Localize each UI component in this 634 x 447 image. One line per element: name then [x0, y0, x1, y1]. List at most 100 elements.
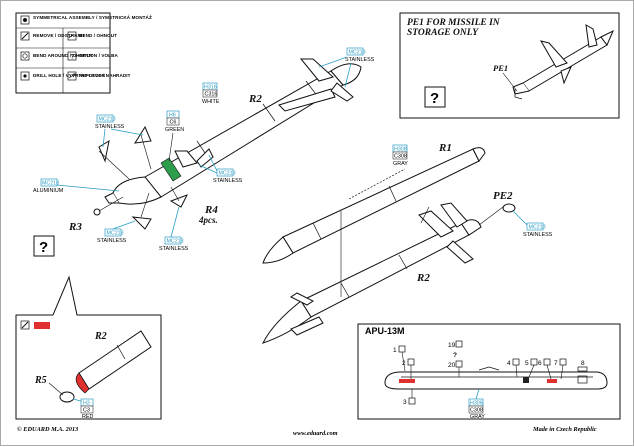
metal-tag-pe2: MC213 STAINLESS: [512, 210, 553, 238]
tag-code: C308: [470, 408, 483, 414]
pe1-option-question: ?: [430, 90, 439, 107]
tag-code: MC213: [99, 117, 116, 123]
legend-label: REPLACE / NAHRADIT: [79, 73, 131, 78]
apu-color-tag: H306 C308 GRAY: [468, 388, 485, 420]
legend-label: BEND AROUND / OHNOUT: [33, 53, 93, 58]
footer-website: www.eduard.com: [293, 430, 338, 437]
tag-name: GRAY: [393, 161, 408, 167]
metal-tag-right: MC213 STAINLESS: [198, 154, 243, 184]
bend-icon: [67, 31, 77, 41]
tag-code: H6: [169, 113, 176, 119]
tag-name: GREEN: [165, 127, 184, 133]
tag-code: H306: [470, 401, 483, 407]
tag-name: STAINLESS: [523, 232, 553, 238]
tag-name: ALUMINIUM: [33, 188, 64, 194]
apu-callout: 4: [507, 358, 520, 378]
tag-code: MC218: [42, 181, 59, 187]
metal-tag-top: MC213 STAINLESS: [318, 47, 375, 88]
tag-name: STAINLESS: [345, 57, 375, 63]
detail-label-r2: R2: [94, 331, 107, 342]
apu-callout: 20: [448, 360, 463, 377]
pe1-title-line1: PE1 FOR MISSILE IN: [407, 18, 501, 28]
legend-label: DRILL HOLE / VYVRTAT OTVOR: [33, 73, 106, 78]
tag-code: C308: [394, 154, 407, 160]
pe1-part-label: PE1: [493, 63, 508, 73]
pe1-title-line2: STORAGE ONLY: [407, 28, 479, 38]
label-r4: R4: [204, 204, 218, 216]
footer-made-in: Made in Czech Republic: [532, 426, 597, 433]
tag-name: STAINLESS: [159, 246, 189, 252]
missile-r2-bottom: [262, 202, 516, 344]
tag-code: H308: [394, 147, 407, 153]
label-pe2: PE2: [493, 190, 513, 202]
tag-code: H316: [204, 85, 217, 91]
label-r1: R1: [438, 142, 452, 154]
svg-text:1: 1: [393, 347, 397, 354]
tag-code: MC213: [529, 225, 546, 231]
tag-code: MC213: [167, 239, 184, 245]
svg-text:6: 6: [538, 360, 542, 367]
metal-tag-low2: MC213 STAINLESS: [159, 206, 189, 252]
svg-text:?: ?: [453, 352, 457, 359]
svg-text:2: 2: [402, 360, 406, 367]
label-r2-top: R2: [248, 93, 262, 105]
svg-text:20: 20: [448, 362, 456, 369]
color-tag-gray: H308 C308 GRAY: [392, 144, 408, 167]
label-r2-bottom: R2: [416, 272, 430, 284]
svg-text:8: 8: [581, 360, 585, 367]
pe1-panel: PE1 FOR MISSILE IN STORAGE ONLY PE1 ?: [399, 12, 620, 119]
color-tag-aluminium: MC218 ALUMINIUM: [33, 178, 120, 194]
apu-callout: 8: [577, 360, 588, 372]
apu-callout: 7: [554, 358, 567, 380]
tag-code: C3: [83, 408, 90, 414]
footer-copyright: © EDUARD M.A. 2013: [17, 426, 78, 433]
tag-name: GRAY: [470, 414, 485, 420]
apu-callout: 5: [525, 358, 538, 378]
apu-callout: 1: [393, 345, 406, 372]
apu-title: APU-13M: [365, 326, 405, 336]
label-r3: R3: [68, 221, 82, 233]
tag-name: WHITE: [202, 99, 220, 105]
detail-label-r5: R5: [34, 375, 47, 386]
tag-code: MC213: [107, 231, 124, 237]
tag-name: RED: [82, 414, 93, 420]
metal-tag-low1: MC213 STAINLESS: [97, 220, 136, 244]
apu-callout: 3: [403, 389, 416, 406]
apu-callout: 2: [402, 358, 415, 379]
legend-label: OPTION / VOLBA: [79, 53, 118, 58]
svg-text:4: 4: [507, 360, 511, 367]
svg-text:5: 5: [525, 360, 529, 367]
legend-label: SYMMETRICAL ASSEMBLY / SYMETRICKÁ MONTÁŽ: [33, 13, 152, 20]
tag-name: STAINLESS: [95, 124, 125, 130]
legend-box: ? SYMMETRICAL ASSEMBLY / SYMETRICKÁ MONT…: [15, 12, 152, 94]
detail-option-question: ?: [39, 239, 48, 256]
svg-text:3: 3: [403, 399, 407, 406]
color-tag-green: H6 C6 GREEN: [165, 110, 184, 162]
tag-name: STAINLESS: [213, 178, 243, 184]
legend-label: BEND / OHNOUT: [79, 33, 117, 38]
label-r4-count: 4pcs.: [198, 215, 218, 225]
apu-rail: [384, 371, 608, 390]
apu-callout: 19 ?: [448, 340, 463, 359]
svg-text:19: 19: [448, 342, 456, 349]
tag-code: MC213: [219, 171, 236, 177]
tag-code: C6: [170, 120, 177, 126]
tag-name: STAINLESS: [97, 238, 127, 244]
missile-r1: [262, 147, 486, 264]
svg-text:?: ?: [71, 55, 75, 61]
detail-panel: ? R2 R5 H3 C3 RED: [15, 235, 162, 420]
assembly-leaders: [98, 134, 504, 297]
canard-parts: [93, 125, 189, 230]
red-color-swatch: [34, 322, 50, 329]
tag-code: MC213: [349, 50, 366, 56]
pe1-missile-illustration: [512, 24, 614, 100]
tag-code: H3: [83, 401, 90, 407]
missile-r2-top: [104, 58, 362, 205]
legend-label: REMOVE / ODSTRANIT: [33, 33, 85, 38]
bend-around-icon: [20, 51, 30, 61]
color-tag-white: H316 C316 WHITE: [202, 82, 220, 105]
svg-text:7: 7: [554, 360, 558, 367]
metal-tag-left: MC213 STAINLESS: [95, 114, 144, 148]
